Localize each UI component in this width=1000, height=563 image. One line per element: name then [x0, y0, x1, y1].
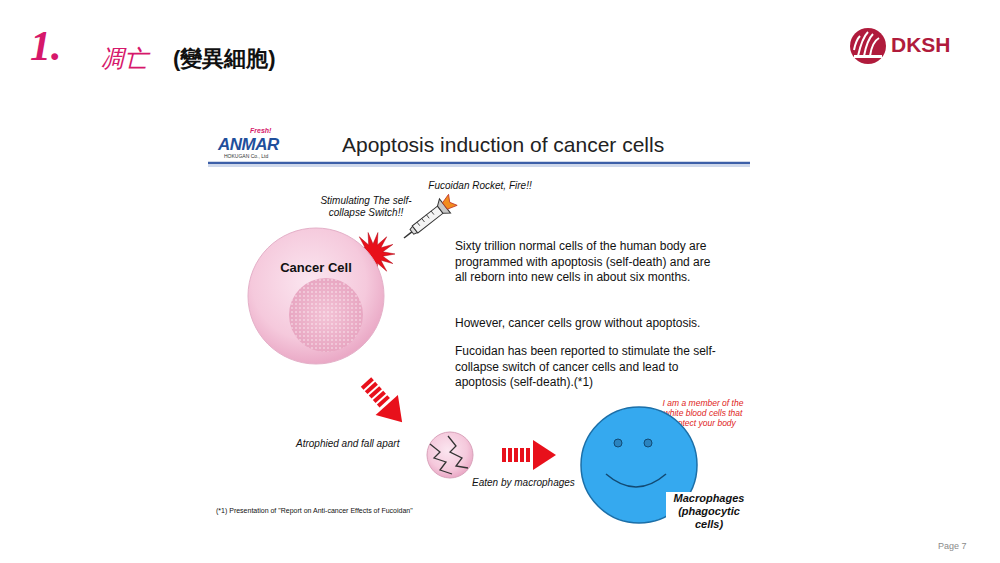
smile [606, 474, 666, 487]
cell-circle: Cancer Cell [246, 226, 386, 366]
callout: Fucoidan Rocket, Fire!! [425, 180, 535, 192]
arrow-stripe [526, 448, 530, 462]
body-text: However, cancer cells grow without apopt… [455, 316, 745, 332]
brand-name: ANMAR [218, 135, 298, 155]
section-subtitle: (變異細胞) [173, 44, 323, 74]
arrow-stripe [508, 448, 512, 462]
arrow-stripe [520, 448, 524, 462]
arrow-head [376, 395, 414, 432]
callout: Stimulating The self-collapse Switch!! [318, 195, 414, 219]
arrow-head [533, 440, 556, 470]
cell-membrane [248, 228, 384, 364]
eye [644, 439, 652, 447]
step-label: Eaten by macrophages [472, 477, 592, 488]
arrow-stripe [514, 448, 518, 462]
node-shape [246, 226, 386, 366]
body-text: Sixty trillion normal cells of the human… [455, 239, 717, 286]
heading-rule [208, 162, 750, 165]
body-text: Fucoidan has been reported to stimulate … [455, 344, 717, 391]
slide-heading: Apoptosis induction of cancer cells [342, 133, 664, 157]
step-label: Atrophied and fall apart [296, 438, 426, 449]
heading-rule [208, 166, 750, 167]
broken-cell [427, 432, 473, 478]
red-arrow [502, 440, 556, 470]
eye [614, 439, 622, 447]
nucleus [289, 278, 363, 352]
section-title: 凋亡 [100, 43, 170, 75]
node-label: Cancer Cell [246, 260, 386, 275]
red-arrow [355, 372, 413, 432]
brand-company: HOKUGAN Co., Ltd [224, 153, 304, 159]
company-logo: DKSH [891, 33, 971, 57]
brand-tag: Fresh! [250, 127, 290, 134]
macrophage-node: Macrophages (phagocytic cells) [578, 404, 754, 536]
logo-mark [850, 28, 886, 64]
arrow-stripe [502, 448, 506, 462]
node-label: Macrophages (phagocytic cells) [666, 492, 752, 532]
page-number: Page 7 [938, 541, 988, 551]
nucleus-texture [289, 278, 363, 352]
slide-number: 1. [30, 22, 100, 70]
footnote: (*1) Presentation of "Report on Anti-can… [216, 507, 516, 514]
